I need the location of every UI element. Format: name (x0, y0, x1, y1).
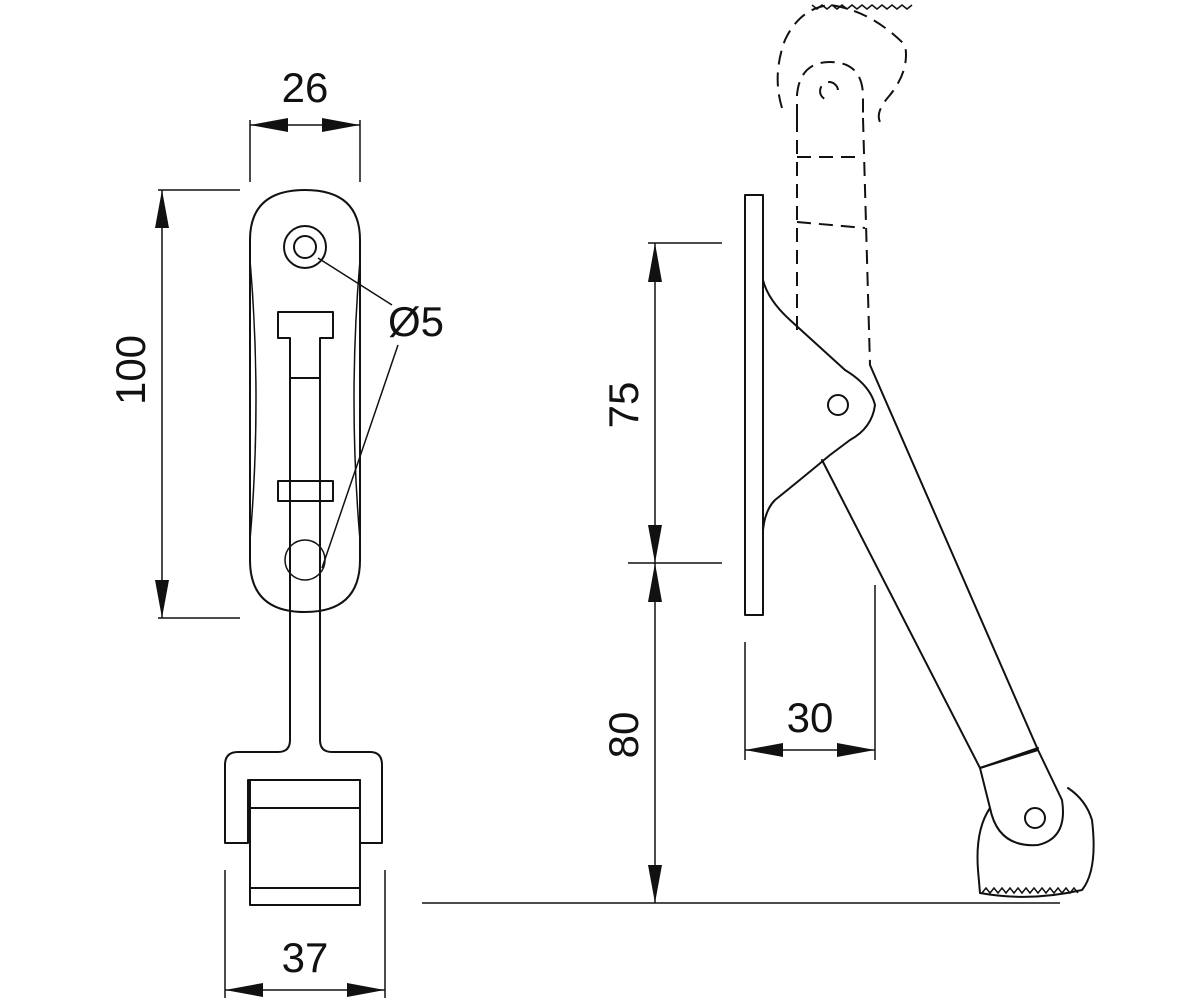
dim-30: 30 (744, 585, 876, 760)
hole-leader-line-2 (321, 344, 399, 569)
stowed-pivot-hole (819, 81, 839, 101)
dim-75: 75 (600, 242, 722, 564)
front-plate-left-bulge (249, 259, 257, 541)
front-arm-slot (277, 311, 334, 379)
side-arm-band (979, 747, 1039, 769)
front-arm (224, 377, 383, 844)
front-view (224, 189, 399, 906)
dim-label-80: 80 (600, 712, 647, 759)
dim-label-75: 75 (600, 382, 647, 429)
side-rubber-foot-down (976, 787, 1095, 898)
dim-hole: Ø5 (388, 298, 444, 345)
stowed-band-2 (796, 221, 866, 229)
dim-label-hole: Ø5 (388, 298, 444, 345)
dim-37: 37 (224, 870, 386, 998)
dim-80: 80 (600, 563, 662, 903)
side-wall-plate (744, 194, 764, 616)
side-view (422, 3, 1095, 904)
side-arm-down (821, 364, 1039, 769)
side-pivot-hole (827, 394, 849, 416)
stowed-foot-serration (811, 4, 913, 10)
side-rubber-foot-stowed (776, 3, 907, 123)
front-plate-right-bulge (353, 259, 361, 541)
hole-leader-line-1 (317, 257, 393, 306)
top-screw-hole-outer (283, 225, 327, 269)
side-arm-end (979, 749, 1064, 847)
dim-label-37: 37 (282, 934, 329, 981)
dim-label-26: 26 (282, 64, 329, 111)
dim-26: 26 (249, 64, 361, 182)
side-bracket (762, 279, 876, 531)
top-screw-hole-inner (293, 235, 317, 259)
front-rubber-foot (249, 779, 361, 906)
front-plate-outline (249, 189, 361, 613)
dim-100: 100 (107, 189, 240, 619)
front-arm-lower-tab (277, 480, 334, 502)
dim-label-100: 100 (107, 335, 154, 405)
side-foot-serration (981, 886, 1079, 895)
side-foot-pivot (1024, 807, 1046, 829)
stowed-arm-top (796, 60, 864, 118)
side-arm-stowed-right (862, 117, 871, 366)
dim-label-30: 30 (787, 694, 834, 741)
